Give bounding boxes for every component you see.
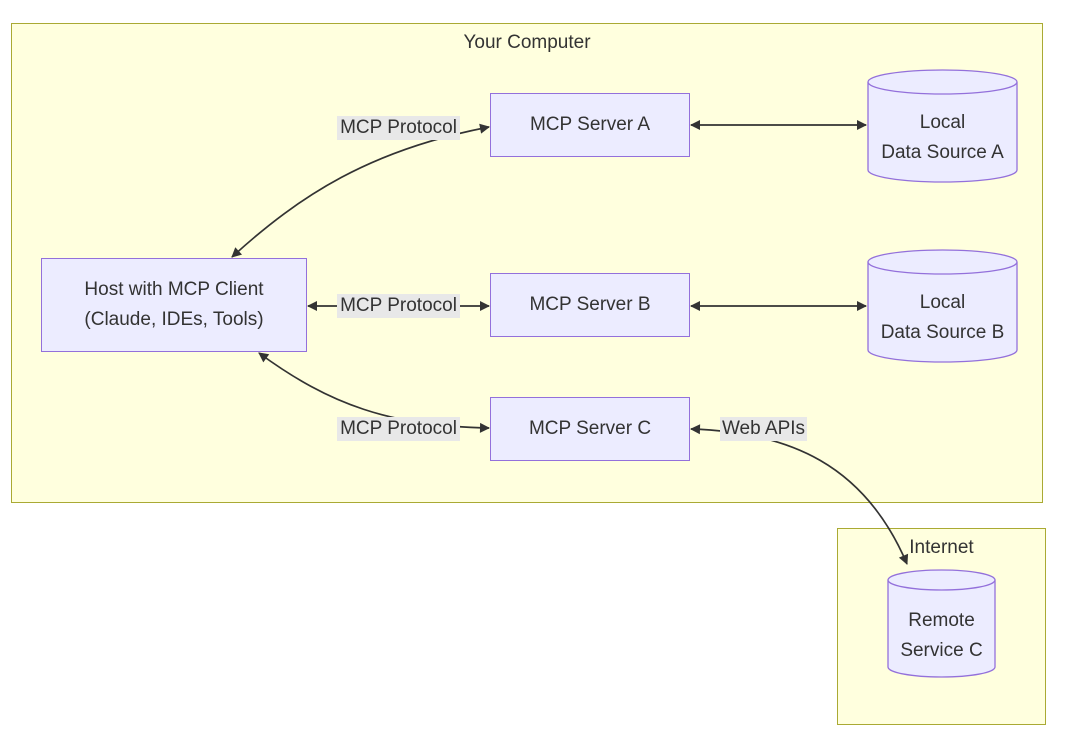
node-host-label-line2: (Claude, IDEs, Tools) bbox=[84, 309, 264, 330]
node-local-data-source-b-label: Local Data Source B bbox=[868, 280, 1017, 356]
node-mcp-server-a-label: MCP Server A bbox=[529, 114, 651, 135]
edge-label-mcp-protocol-b: MCP Protocol bbox=[337, 294, 460, 318]
node-mcp-server-c: MCP Server C bbox=[490, 397, 690, 461]
local-data-source-a-line1: Local bbox=[919, 112, 966, 133]
node-host-label-line1: Host with MCP Client bbox=[84, 279, 264, 300]
edge-label-web-apis: Web APIs bbox=[720, 417, 807, 441]
cluster-your-computer-label: Your Computer bbox=[463, 32, 591, 53]
remote-service-c-line1: Remote bbox=[908, 610, 975, 631]
node-mcp-server-b: MCP Server B bbox=[490, 273, 690, 337]
node-mcp-server-a: MCP Server A bbox=[490, 93, 690, 157]
node-local-data-source-a-label: Local Data Source A bbox=[868, 100, 1017, 176]
edge-label-mcp-protocol-a: MCP Protocol bbox=[337, 116, 460, 140]
remote-service-c-line2: Service C bbox=[900, 640, 983, 661]
local-data-source-b-line1: Local bbox=[919, 292, 966, 313]
edge-label-mcp-protocol-c: MCP Protocol bbox=[337, 417, 460, 441]
local-data-source-a-line2: Data Source A bbox=[881, 142, 1004, 163]
cluster-internet-label: Internet bbox=[909, 537, 974, 558]
local-data-source-b-line2: Data Source B bbox=[880, 322, 1005, 343]
node-host-with-mcp-client: Host with MCP Client (Claude, IDEs, Tool… bbox=[41, 258, 307, 352]
node-mcp-server-b-label: MCP Server B bbox=[529, 294, 651, 315]
node-remote-service-c-label: Remote Service C bbox=[888, 598, 995, 674]
node-mcp-server-c-label: MCP Server C bbox=[528, 418, 652, 439]
